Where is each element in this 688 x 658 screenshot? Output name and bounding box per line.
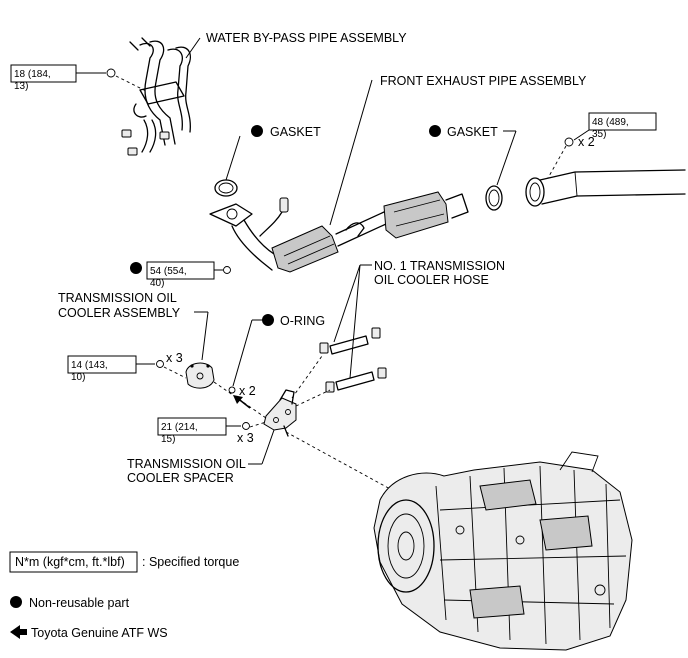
torque-54-line2: 40) <box>150 278 164 289</box>
bolt-icon <box>156 360 164 368</box>
o-ring-label: O-RING <box>280 314 325 328</box>
gasket-left-ring <box>214 179 238 197</box>
gasket-right-label: GASKET <box>447 125 498 139</box>
torque-48-line2: 35) <box>592 129 606 140</box>
spacer-label-line1: TRANSMISSION OIL <box>127 457 246 471</box>
nut-icon <box>223 266 231 274</box>
torque-14-line2: 10) <box>71 372 85 383</box>
water-bypass-pipe-drawing <box>121 37 191 156</box>
front-exhaust-pipe-drawing <box>209 191 469 273</box>
legend-torque-units: N*m (kgf*cm, ft.*lbf) <box>15 555 125 569</box>
automatic-transmission-drawing <box>373 451 633 651</box>
legend-torque-desc: : Specified torque <box>142 555 239 569</box>
non-reusable-bullet-icon <box>262 314 274 326</box>
torque-14-line1: 14 (143, <box>71 360 108 371</box>
bolt-icon <box>106 68 116 78</box>
o-ring-part <box>228 386 236 394</box>
oil-cooler-spacer-drawing <box>263 389 297 437</box>
mult-oring: x 2 <box>239 384 256 398</box>
oil-cooler-hose-drawing <box>319 327 387 393</box>
torque-54-line1: 54 (554, <box>150 266 187 277</box>
non-reusable-bullet-icon <box>429 125 441 137</box>
torque-18-line2: 13) <box>14 81 28 92</box>
oil-cooler-drawing <box>185 362 215 389</box>
water-bypass-pipe-label: WATER BY-PASS PIPE ASSEMBLY <box>206 31 407 45</box>
bolt-icon <box>242 422 250 430</box>
legend-atf: Toyota Genuine ATF WS <box>31 626 168 640</box>
bolt-icon <box>564 137 574 147</box>
rear-exhaust-pipe-drawing <box>525 169 686 207</box>
gasket-left-label: GASKET <box>270 125 321 139</box>
hose-label-line1: NO. 1 TRANSMISSION <box>374 259 505 273</box>
non-reusable-bullet-icon <box>130 262 142 274</box>
torque-18-line1: 18 (184, <box>14 69 51 80</box>
torque-21-line1: 21 (214, <box>161 422 198 433</box>
spacer-label-line2: COOLER SPACER <box>127 471 234 485</box>
cooler-label-line1: TRANSMISSION OIL <box>58 291 177 305</box>
cooler-label-line2: COOLER ASSEMBLY <box>58 306 181 320</box>
atf-arrow-icon <box>10 625 27 639</box>
non-reusable-bullet-icon <box>251 125 263 137</box>
torque-box-48 <box>588 112 657 131</box>
legend-torque-box <box>9 551 138 573</box>
gasket-right-ring <box>485 185 503 211</box>
mult-21: x 3 <box>237 431 254 445</box>
torque-21-line2: 15) <box>161 434 175 445</box>
front-exhaust-pipe-label: FRONT EXHAUST PIPE ASSEMBLY <box>380 74 587 88</box>
torque-48-line1: 48 (489, <box>592 117 629 128</box>
legend-nonreusable: Non-reusable part <box>29 596 130 610</box>
non-reusable-bullet-icon <box>10 596 22 608</box>
mult-14: x 3 <box>166 351 183 365</box>
mult-48: x 2 <box>578 135 595 149</box>
hose-label-line2: OIL COOLER HOSE <box>374 273 489 287</box>
